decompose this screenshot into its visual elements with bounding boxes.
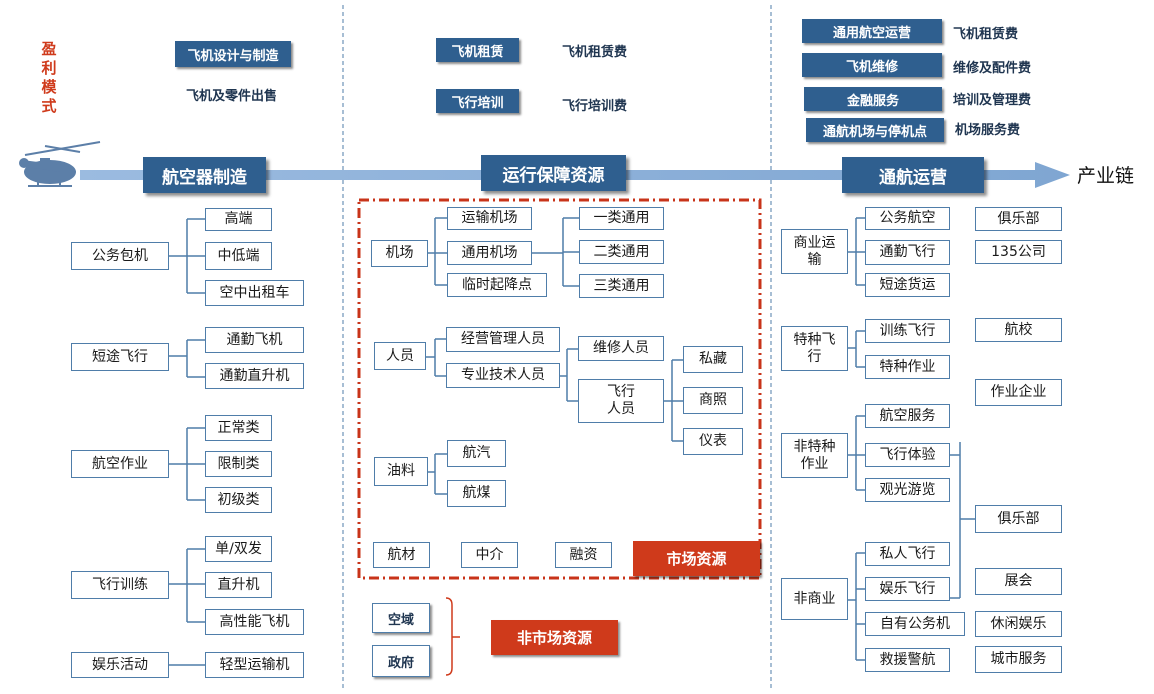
mfg-item-high-end: 高端 [205,208,272,231]
revenue-box-ga-operation: 通用航空运营 [802,19,942,43]
stage-ga-operations: 通航运营 [842,157,984,193]
mfg-group-recreation: 娱乐活动 [71,652,169,678]
ops-business-aviation: 公务航空 [865,207,950,230]
support-flight-staff: 飞行 人员 [578,379,664,423]
ops-right-135-company: 135公司 [975,240,1062,264]
revenue-text-leasing-fee: 飞机租赁费 [562,45,628,60]
support-class-2: 二类通用 [579,240,664,264]
revenue-box-aircraft-design: 飞机设计与制造 [175,41,291,67]
revenue-text-aircraft-sales: 飞机及零件出售 [186,89,278,104]
ops-private-flight: 私人飞行 [865,542,950,566]
support-transport-airport: 运输机场 [447,207,532,230]
revenue-box-training: 飞行培训 [436,89,519,113]
mfg-item-primary-class: 初级类 [205,487,272,513]
revenue-text-maintenance-fee: 维修及配件费 [953,61,1032,76]
support-technical-staff: 专业技术人员 [446,363,560,388]
support-commercial-license: 商照 [683,387,743,414]
support-fuel: 油料 [374,457,428,486]
revenue-box-airport: 通航机场与停机点 [806,118,944,142]
mfg-group-business-charter: 公务包机 [71,242,169,270]
support-airport: 机场 [371,240,428,267]
mfg-item-commuter-plane: 通勤飞机 [205,327,304,353]
revenue-box-leasing: 飞机租赁 [436,38,519,62]
ops-owned-business-jet: 自有公务机 [865,612,965,636]
ops-right-leisure: 休闲娱乐 [975,611,1062,637]
support-management-staff: 经营管理人员 [446,327,560,352]
support-intermediary: 中介 [461,542,518,568]
nonmarket-airspace: 空域 [372,603,430,633]
support-class-3: 三类通用 [579,274,664,298]
market-resources-label: 市场资源 [633,541,760,576]
ops-commercial-transport: 商业运 输 [781,229,848,274]
ops-special-work: 特种作业 [865,355,950,379]
mfg-group-aerial-work: 航空作业 [71,450,169,478]
mfg-item-commuter-helicopter: 通勤直升机 [205,363,304,389]
ops-sightseeing: 观光游览 [865,478,950,502]
mfg-item-single-twin: 单/双发 [205,536,272,562]
ops-recreational-flight: 娱乐飞行 [865,577,950,601]
mfg-item-air-taxi: 空中出租车 [205,280,304,306]
support-ga-airport: 通用机场 [447,241,532,265]
ops-right-club-2: 俱乐部 [975,505,1062,533]
mfg-group-flight-training: 飞行训练 [71,571,169,599]
support-financing: 融资 [555,542,612,568]
ops-right-flight-school: 航校 [975,318,1062,342]
mfg-item-light-transport: 轻型运输机 [205,652,304,678]
ops-right-work-enterprise: 作业企业 [975,379,1062,406]
ops-training-flight: 训练飞行 [865,319,950,343]
mfg-item-restricted-class: 限制类 [205,451,272,477]
support-maintenance-staff: 维修人员 [578,336,664,361]
industry-chain-label: 产业链 [1077,165,1135,187]
revenue-box-financial: 金融服务 [804,87,942,111]
support-jet-fuel: 航煤 [447,480,506,507]
ops-non-special-work: 非特种 作业 [781,433,848,478]
mfg-item-normal-class: 正常类 [205,415,272,441]
revenue-box-aircraft-maintenance: 飞机维修 [802,53,942,77]
ops-short-cargo: 短途货运 [865,273,950,297]
ops-right-city-service: 城市服务 [975,646,1062,673]
ops-rescue-police: 救援警航 [865,648,950,672]
revenue-text-leasing-fee-ops: 飞机租赁费 [953,27,1019,42]
ops-flight-experience: 飞行体验 [865,443,950,467]
support-instrument-rating: 仪表 [683,428,743,455]
support-temporary-landing: 临时起降点 [447,273,547,297]
mfg-group-short-haul: 短途飞行 [71,343,169,371]
revenue-text-training-fee: 飞行培训费 [562,99,628,114]
ops-commuter-flight: 通勤飞行 [865,240,950,265]
support-avgas: 航汽 [447,440,506,467]
helicopter-icon [19,141,101,187]
stage-operational-support: 运行保障资源 [481,155,626,191]
nonmarket-resources-label: 非市场资源 [491,620,618,655]
mfg-item-mid-low: 中低端 [205,242,272,270]
ops-non-commercial: 非商业 [781,578,848,620]
profit-model-label: 盈利模式 [41,40,57,115]
support-personnel: 人员 [374,342,426,370]
ops-right-club: 俱乐部 [975,207,1062,231]
revenue-text-management-fee: 培训及管理费 [953,93,1032,108]
support-class-1: 一类通用 [579,207,664,230]
mfg-item-helicopter: 直升机 [205,572,272,598]
ops-special-flight: 特种飞 行 [781,326,848,371]
support-aviation-materials: 航材 [373,542,430,568]
revenue-text-airport-fee: 机场服务费 [955,123,1021,138]
ops-aviation-service: 航空服务 [865,404,950,428]
nonmarket-government: 政府 [372,645,430,677]
mfg-item-high-performance: 高性能飞机 [205,609,304,635]
stage-aircraft-manufacturing: 航空器制造 [143,157,266,193]
support-private-license: 私藏 [683,346,743,373]
ops-right-exhibition: 展会 [975,568,1062,595]
